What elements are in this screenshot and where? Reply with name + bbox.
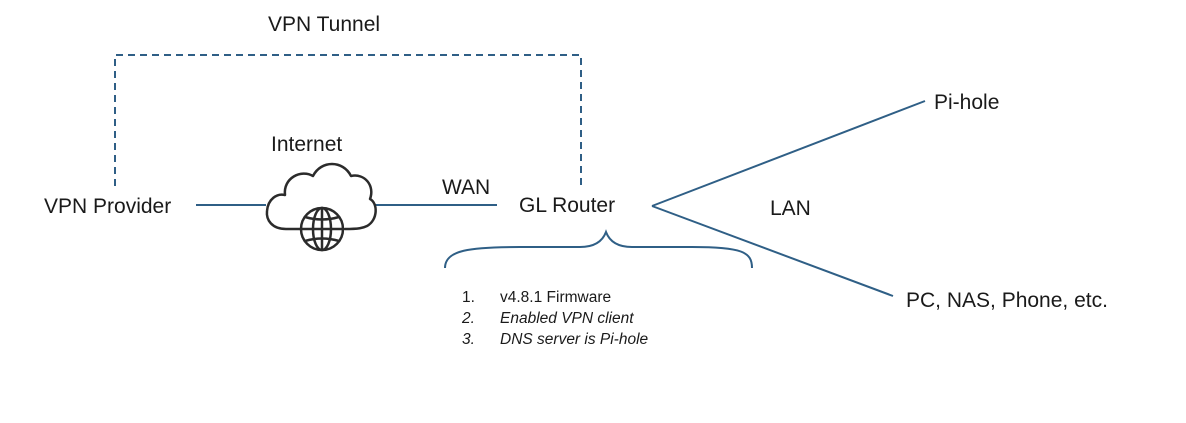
gl-router-node: GL Router: [519, 194, 616, 217]
lan-link-devices: [651, 205, 894, 297]
note-item: 3. DNS server is Pi-hole: [462, 329, 648, 350]
note-text: Enabled VPN client: [500, 310, 634, 327]
devices-node: PC, NAS, Phone, etc.: [906, 289, 1108, 312]
note-text: v4.8.1 Firmware: [500, 289, 612, 306]
internet-label: Internet: [271, 133, 343, 156]
note-number: 3.: [462, 331, 475, 348]
lan-link-pihole: [651, 100, 926, 207]
router-brace: [444, 229, 753, 269]
lan-label: LAN: [770, 197, 811, 220]
note-number: 1.: [462, 289, 475, 306]
note-text: DNS server is Pi-hole: [500, 331, 649, 348]
note-number: 2.: [462, 310, 475, 327]
cloud-globe-icon: [265, 162, 377, 252]
router-notes-list: 1. v4.8.1 Firmware 2. Enabled VPN client…: [462, 287, 648, 350]
vpn-provider-node: VPN Provider: [44, 195, 172, 218]
note-item: 2. Enabled VPN client: [462, 308, 648, 329]
pihole-node: Pi-hole: [934, 91, 1000, 114]
cloud-outline: [265, 162, 377, 231]
vpn-tunnel-path: [114, 54, 582, 186]
vpn-tunnel-label: VPN Tunnel: [268, 13, 381, 36]
wan-label: WAN: [442, 176, 491, 199]
note-item: 1. v4.8.1 Firmware: [462, 287, 648, 308]
